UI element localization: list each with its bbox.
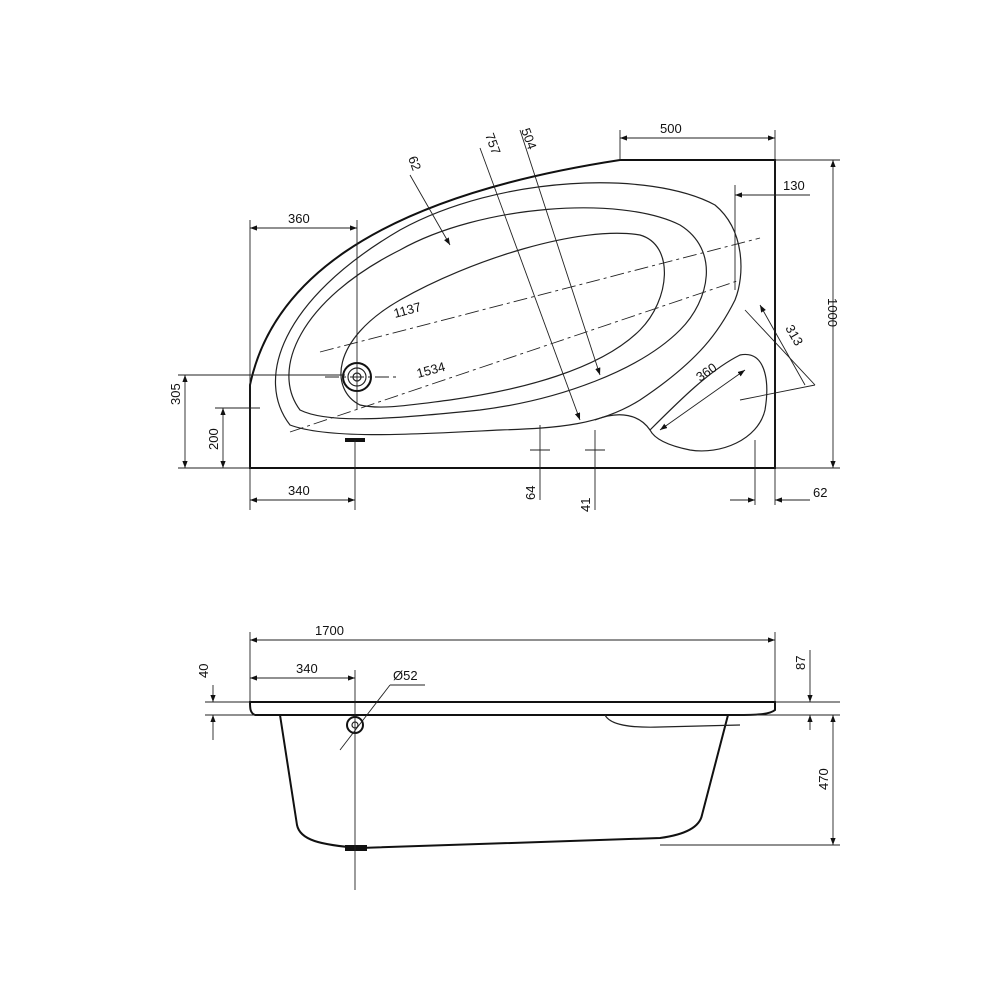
tub-rim: [248, 701, 776, 716]
dim-500: 500: [660, 121, 682, 136]
basin-floor: [340, 232, 665, 408]
dim-305: 305: [168, 383, 183, 405]
dim-62-right: 62: [813, 485, 827, 500]
side-dimension-labels: 1700 340 Ø52 40 87 470: [196, 623, 831, 790]
dim-313: 313: [782, 322, 806, 348]
dim-64: 64: [523, 486, 538, 500]
dim-360-top: 360: [288, 211, 310, 226]
dim-62-rim: 62: [405, 154, 424, 173]
basin-outer: [288, 207, 707, 420]
dim-340-top: 340: [288, 483, 310, 498]
dim-340-side: 340: [296, 661, 318, 676]
dim-41: 41: [578, 498, 593, 512]
dim-200: 200: [206, 428, 221, 450]
dim-470: 470: [816, 768, 831, 790]
dim-360-headrest: 360: [693, 360, 719, 385]
tub-outline: [249, 159, 776, 469]
top-view: 500 130 1000 62 757 504 360 1137 1534 31…: [168, 121, 840, 512]
drain-outlet: [345, 845, 367, 851]
dim-1534: 1534: [415, 359, 447, 381]
axis-1137: [319, 237, 761, 353]
dim-diameter-52: Ø52: [393, 668, 418, 683]
dim-1700: 1700: [315, 623, 344, 638]
dim-504: 504: [518, 126, 540, 152]
side-view: 1700 340 Ø52 40 87 470: [196, 623, 840, 890]
dim-1137: 1137: [392, 299, 423, 321]
dim-1000: 1000: [825, 298, 840, 327]
side-dimension-lines: [205, 632, 840, 890]
seat-edge: [594, 414, 651, 431]
dim-87: 87: [793, 656, 808, 670]
tub-body: [279, 714, 729, 850]
axis-1534: [289, 279, 741, 433]
dimension-lines: [178, 129, 840, 510]
dim-130: 130: [783, 178, 805, 193]
dim-757: 757: [482, 131, 504, 157]
dimension-labels: 500 130 1000 62 757 504 360 1137 1534 31…: [168, 121, 840, 512]
headrest-profile: [604, 714, 741, 728]
rim-inner: [274, 182, 742, 436]
dim-40: 40: [196, 664, 211, 678]
